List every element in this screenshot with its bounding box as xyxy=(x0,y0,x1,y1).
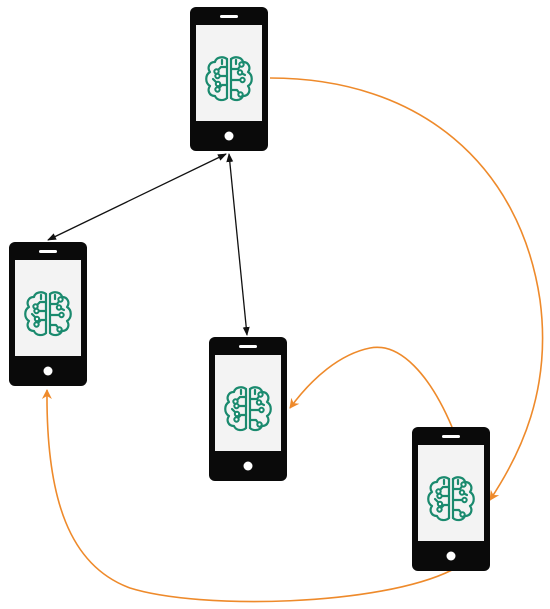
phone-center xyxy=(209,337,287,481)
arrow-bottom-right-to-center xyxy=(289,346,453,428)
phone-top xyxy=(190,7,268,151)
arrow-top-to-bottom-right xyxy=(269,77,544,501)
arrow-top-left xyxy=(47,153,227,241)
phone-left xyxy=(9,242,87,386)
arrow-top-center xyxy=(226,153,250,336)
orange-arrows xyxy=(41,77,544,603)
arrow-bottom-right-to-left xyxy=(41,389,453,603)
black-arrows xyxy=(47,153,250,336)
phone-bottom-right xyxy=(412,427,490,571)
